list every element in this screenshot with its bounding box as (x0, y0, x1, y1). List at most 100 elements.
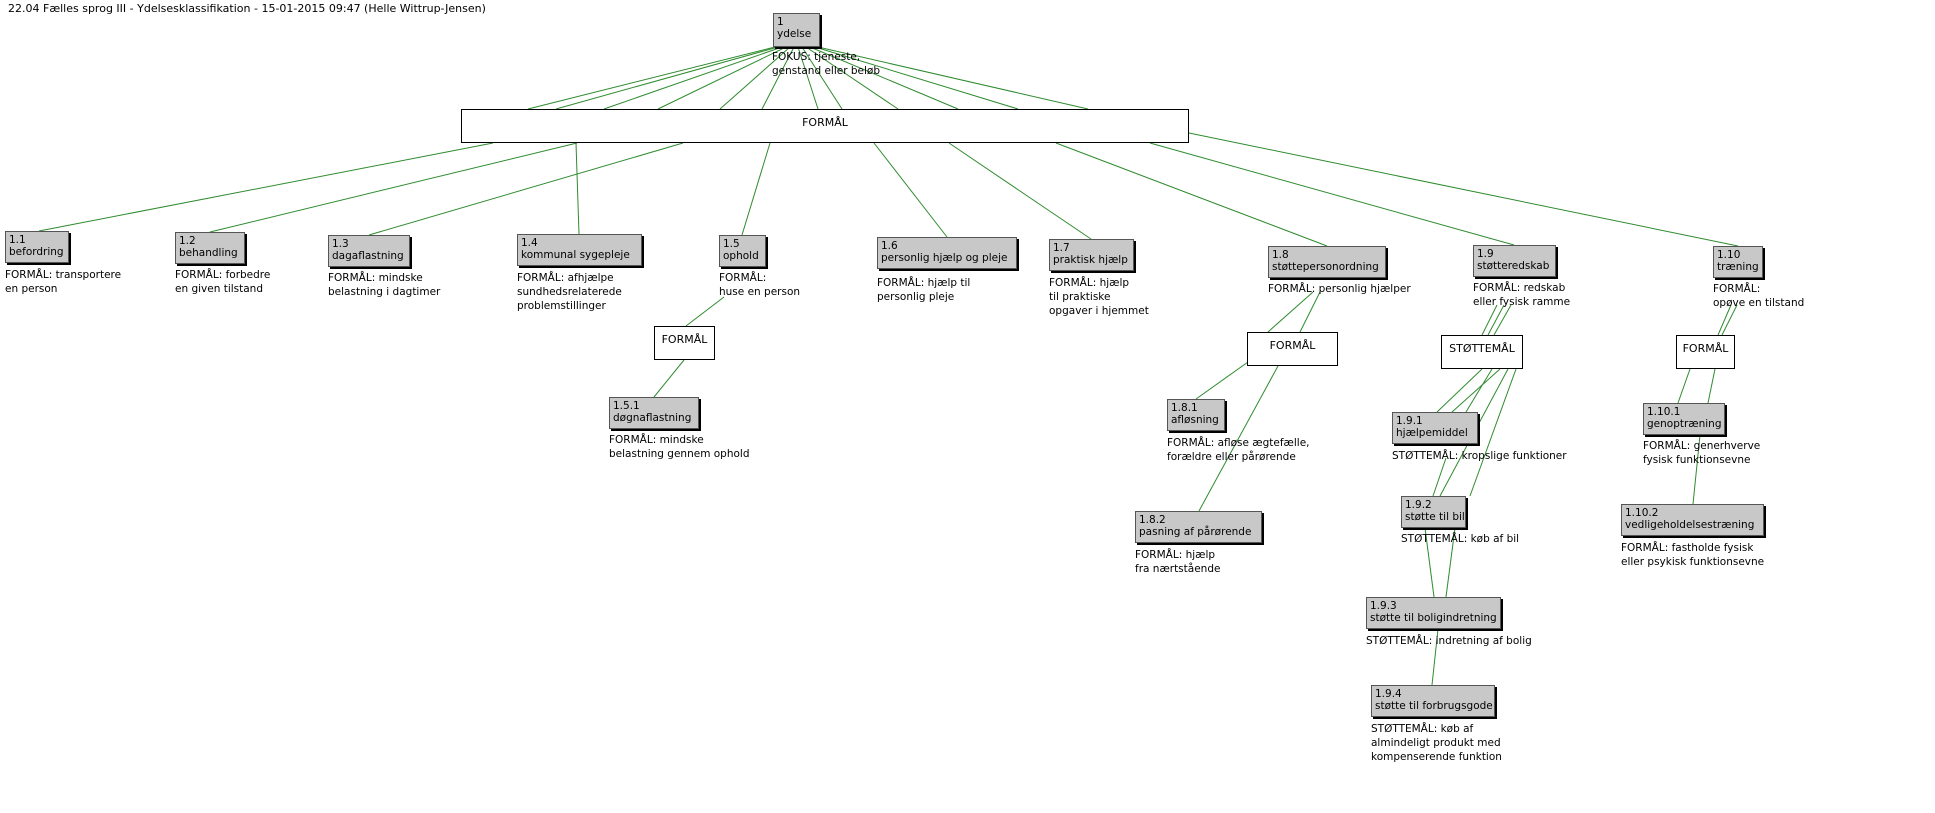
node-number: 1.4 (521, 237, 538, 249)
connector-line (575, 142, 580, 235)
node-number: 1.10 (1717, 249, 1741, 261)
connector-line (1055, 142, 1328, 247)
description-line: eller psykisk funktionsevne (1621, 556, 1765, 568)
description-line: opgaver i hjemmet (1049, 305, 1149, 317)
node-number: 1.3 (332, 238, 349, 250)
node-description: FORMÅL: afløse ægtefælle,forældre eller … (1167, 436, 1310, 464)
connector-line (527, 46, 776, 110)
description-line: FORMÅL: (1713, 283, 1761, 295)
description-line: FORMÅL: forbedre (175, 269, 271, 281)
description-line: fra nærtstående (1135, 563, 1221, 575)
node-description: FORMÅL:opøve en tilstand (1713, 282, 1804, 310)
description-line: STØTTEMÅL: kropslige funktioner (1392, 450, 1567, 462)
node-label: ophold (723, 250, 759, 262)
connector-line (809, 46, 959, 110)
connector-line (814, 46, 1019, 110)
connector-line (1465, 368, 1493, 413)
description-line: til praktiske (1049, 291, 1111, 303)
node-label: dagaflastning (332, 250, 404, 262)
node-label: vedligeholdelsestræning (1625, 519, 1755, 531)
node-number: 1.7 (1053, 242, 1070, 254)
connector-line (1707, 368, 1716, 404)
description-line: problemstillinger (517, 300, 606, 312)
node-number: 1.8 (1272, 249, 1289, 261)
node-description: FORMÅL:huse en person (719, 271, 800, 299)
connector-line (1717, 304, 1732, 336)
connector-line (368, 142, 684, 236)
connector-line (1195, 361, 1249, 400)
connector-line (1149, 142, 1515, 246)
description-line: belastning gennem ophold (609, 448, 750, 460)
node-number: 1.10.2 (1625, 507, 1659, 519)
description-line: FORMÅL: afløse ægtefælle, (1167, 437, 1310, 449)
connector-line (801, 46, 843, 110)
node-description: FORMÅL: personlig hjælper (1268, 282, 1411, 296)
description-line: FORMÅL: redskab (1473, 282, 1566, 294)
group-box-n110: FORMÅL (1676, 335, 1735, 369)
connector-line (1677, 368, 1691, 404)
node-label: pasning af pårørende (1139, 526, 1252, 538)
description-line: FORMÅL: mindske (328, 272, 423, 284)
description-line: sundhedsrelaterede (517, 286, 622, 298)
node-number: 1.1 (9, 234, 26, 246)
connector-line (805, 46, 899, 110)
connector-line (1487, 304, 1505, 336)
node-label: støtte til forbrugsgode (1375, 700, 1493, 712)
node-label: personlig hjælp og pleje (881, 252, 1008, 264)
group-box-n15: FORMÅL (654, 326, 715, 360)
connector-line (1493, 304, 1512, 336)
connector-line (1692, 434, 1701, 505)
description-line: FORMÅL: transportere (5, 269, 122, 281)
node-description: FOKUS: tjeneste,genstand eller beløb (772, 50, 880, 78)
connector-line (1481, 304, 1498, 336)
connector-line (1424, 527, 1435, 598)
description-line: genstand eller beløb (772, 65, 880, 77)
connector-line (653, 359, 685, 398)
connector-line (741, 142, 771, 236)
node-label: befordring (9, 246, 64, 258)
node-label: støtte til boligindretning (1370, 612, 1497, 624)
node-number: 1.5.1 (613, 400, 640, 412)
description-line: kompenserende funktion (1371, 751, 1502, 763)
node-label: støttepersonordning (1272, 261, 1379, 273)
connector-line (1432, 457, 1447, 497)
node-label: kommunal sygepleje (521, 249, 630, 261)
group-box-top: FORMÅL (461, 109, 1189, 143)
node-label: genoptræning (1647, 418, 1722, 430)
node-label: afløsning (1171, 414, 1219, 426)
node-number: 1.5 (723, 238, 740, 250)
connector-line (1721, 304, 1738, 336)
node-number: 1.9.2 (1405, 499, 1432, 511)
node-description: STØTTEMÅL: køb af bil (1401, 532, 1519, 546)
node-number: 1.8.1 (1171, 402, 1198, 414)
node-number: 1 (777, 16, 784, 28)
node-number: 1.2 (179, 235, 196, 247)
connector-line (209, 142, 578, 233)
connector-line (1267, 291, 1314, 333)
